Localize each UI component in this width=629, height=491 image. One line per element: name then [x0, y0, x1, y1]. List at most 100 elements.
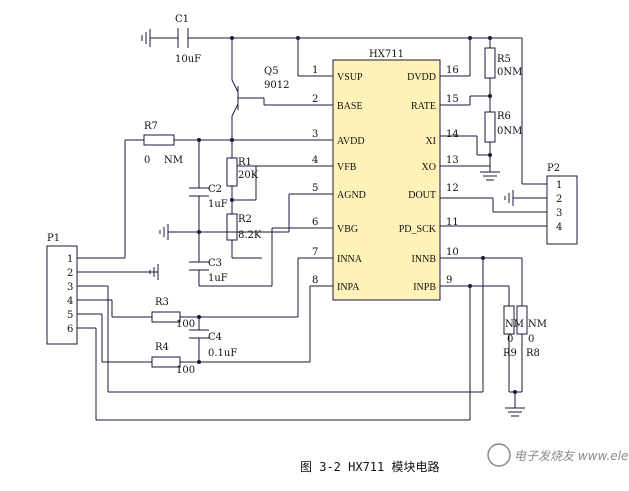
r9-value-b: 0	[507, 334, 513, 345]
ic-pin-name: VFB	[337, 162, 357, 173]
c3-capacitor	[189, 227, 333, 287]
p1-pin-number: 6	[67, 324, 73, 335]
r4-ref: R4	[155, 342, 169, 353]
ic-pin-name: INPB	[413, 282, 436, 293]
c4-value: 0.1uF	[208, 348, 237, 359]
ic-pin-name: RATE	[411, 101, 436, 112]
ic-pin-number: 9	[446, 275, 452, 286]
r9-resistor	[503, 305, 515, 392]
ic-pin-name: DVDD	[407, 72, 436, 83]
r2-value: 8.2K	[238, 230, 262, 241]
p1-ref: P1	[47, 233, 60, 244]
ic-pin-name: XI	[425, 136, 436, 147]
r2-resistor	[226, 213, 262, 259]
r8-resistor	[516, 305, 528, 392]
p2-connector	[546, 175, 578, 245]
ic-pin-number: 11	[446, 217, 459, 228]
bottom-ground	[505, 391, 525, 417]
p1-connector	[46, 245, 78, 345]
ic-pin-number: 14	[446, 129, 459, 140]
q5-value: 9012	[264, 80, 289, 91]
r6-value: 0NM	[497, 126, 522, 137]
r8-value-a: NM	[528, 319, 547, 330]
q5-ref: Q5	[264, 66, 279, 77]
p2-pin-number: 1	[556, 180, 562, 191]
p1-pin-number: 1	[67, 254, 73, 265]
top-supply-rail	[150, 37, 547, 185]
r9-ref: R9	[503, 348, 517, 359]
ic-pin-number: 2	[312, 94, 318, 105]
r1-ref: R1	[238, 157, 252, 168]
ic-name: HX711	[369, 49, 404, 60]
p1-pin-labels: 1 2 3 4 5 6	[67, 254, 73, 335]
ic-pin-number: 6	[312, 217, 318, 228]
ic-pin-name: BASE	[337, 101, 363, 112]
ic-pin-number: 12	[446, 183, 459, 194]
vfb-net	[232, 165, 333, 201]
ic-pin-number: 8	[312, 275, 318, 286]
c2-ref: C2	[208, 184, 222, 195]
ic-pin-number: 15	[446, 94, 459, 105]
r3-ref: R3	[155, 297, 169, 308]
rate-xi-nets	[440, 47, 500, 181]
p1-pin-number: 3	[67, 282, 73, 293]
watermark-text: 电子发烧友 www.elecfans.com	[514, 449, 629, 463]
figure-caption: 图 3-2 HX711 模块电路	[300, 459, 439, 474]
ic-pin-name: INNA	[337, 254, 363, 265]
ic-pin-name: INNB	[412, 254, 437, 265]
ic-pin-number: 7	[312, 247, 318, 258]
ic-pin-number: 1	[312, 65, 318, 76]
r8-value-b: 0	[528, 334, 534, 345]
c3-ref: C3	[208, 258, 222, 269]
hx711-ic-body	[332, 59, 441, 301]
r5-value: 0NM	[497, 67, 522, 78]
watermark-logo-icon	[487, 443, 511, 467]
r3-value: 100	[176, 319, 195, 330]
p1-pin-number: 4	[67, 296, 73, 307]
ic-pin-number: 5	[312, 183, 318, 194]
p2-pin-number: 4	[556, 222, 562, 233]
p2-pin-number: 2	[556, 194, 562, 205]
c4-ref: C4	[208, 332, 222, 343]
ic-pin-name: XO	[422, 162, 436, 173]
r1-value: 20K	[238, 170, 259, 181]
ic-pin-name: AGND	[337, 190, 366, 201]
agnd-net	[159, 193, 333, 262]
p2-ref: P2	[547, 163, 560, 174]
c1-ref: C1	[175, 14, 189, 25]
c1-ground-symbol	[141, 29, 151, 47]
watermark: 电子发烧友 www.elecfans.com	[487, 443, 629, 467]
c4-capacitor	[189, 317, 209, 362]
ic-pin-number: 4	[312, 155, 318, 166]
ic-pin-name: DOUT	[408, 190, 436, 201]
junction-dots	[197, 36, 517, 394]
c1-capacitor	[177, 28, 189, 48]
p1-pin-number: 5	[67, 310, 73, 321]
c2-capacitor	[189, 187, 209, 232]
ic-pin-name: INPA	[337, 282, 360, 293]
r7-value-a: 0	[144, 155, 150, 166]
ic-pin-name: PD_SCK	[399, 224, 437, 235]
r7-value-b: NM	[164, 155, 183, 166]
ic-pin-number: 13	[446, 155, 459, 166]
p1-pin-number: 2	[67, 268, 73, 279]
q5-transistor	[231, 79, 333, 140]
r8-ref: R8	[526, 348, 540, 359]
r6-ref: R6	[497, 111, 511, 122]
ic-pins: 1VSUP2BASE3AVDD4VFB5AGND6VBG7INNA8INPA16…	[312, 65, 459, 293]
ic-pin-number: 16	[446, 65, 459, 76]
r1-resistor	[226, 157, 238, 214]
r2-ref: R2	[238, 214, 252, 225]
ic-pin-number: 10	[446, 247, 459, 258]
c3-value: 1uF	[208, 273, 228, 284]
ic-pin-name: VBG	[337, 224, 358, 235]
c1-value: 10uF	[175, 54, 201, 65]
r5-ref: R5	[497, 54, 511, 65]
ic-pin-name: VSUP	[337, 72, 363, 83]
r7-ref: R7	[144, 121, 158, 132]
c2-value: 1uF	[208, 199, 228, 210]
r4-value: 100	[176, 365, 195, 376]
